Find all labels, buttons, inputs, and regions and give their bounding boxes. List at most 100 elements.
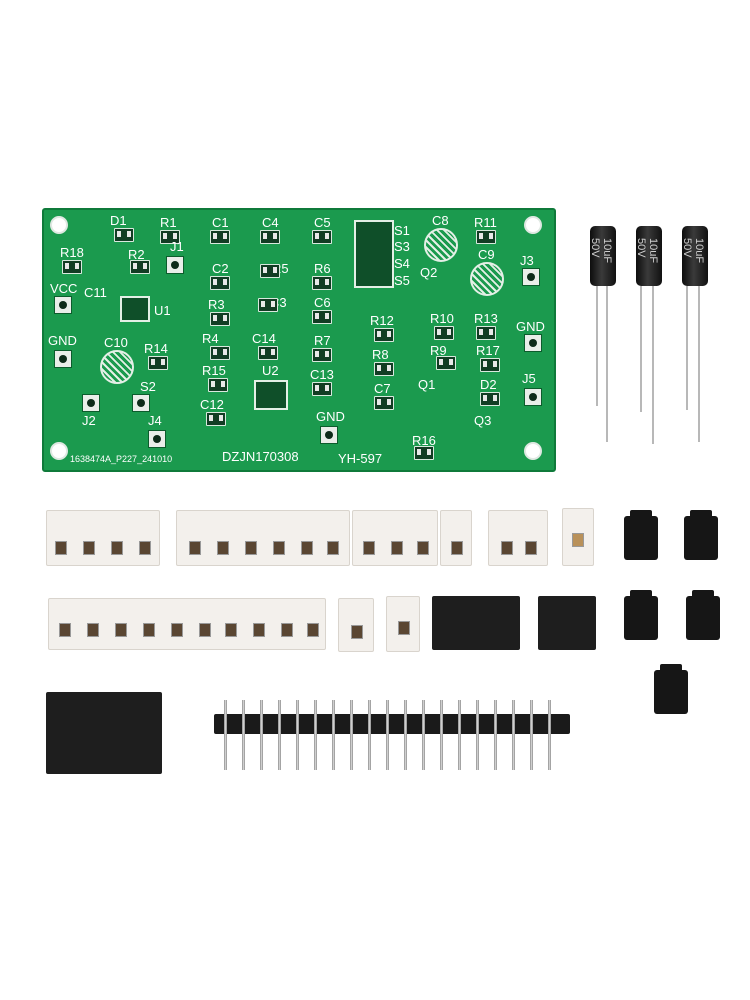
smd-pad <box>436 356 456 370</box>
silk-label: R4 <box>202 331 219 346</box>
smd-tape-strip <box>440 510 472 566</box>
capacitor-lead <box>652 286 654 444</box>
electrolytic-capacitor: 10uF 50V <box>589 226 616 286</box>
silk-label: C7 <box>374 381 391 396</box>
silk-label: S4 <box>394 256 410 271</box>
smd-tape-strip <box>338 598 374 652</box>
jumper-cap <box>624 510 658 560</box>
smd-pad <box>434 326 454 340</box>
capacitor-lead <box>640 286 642 412</box>
smd-pad <box>374 328 394 342</box>
smd-pad <box>130 260 150 274</box>
switch-header <box>354 220 394 288</box>
silk-label: C5 <box>314 215 331 230</box>
capacitor-lead <box>686 286 688 410</box>
smd-pad <box>148 356 168 370</box>
silk-label: R17 <box>476 343 500 358</box>
smd-pad <box>312 310 332 324</box>
capacitor-marking: 10uF 50V <box>635 238 659 264</box>
silk-label: R10 <box>430 311 454 326</box>
smd-pad <box>374 362 394 376</box>
silk-label: U1 <box>154 303 171 318</box>
electrolytic-capacitor: 10uF 50V <box>681 226 708 286</box>
smd-pad <box>114 228 134 242</box>
silk-label: S1 <box>394 223 410 238</box>
pin-pad <box>148 430 166 448</box>
smd-pad <box>312 230 332 244</box>
smd-tape-strip <box>386 596 420 652</box>
silk-label: R13 <box>474 311 498 326</box>
silk-label: C2 <box>212 261 229 276</box>
silk-label: R16 <box>412 433 436 448</box>
silk-label: C13 <box>310 367 334 382</box>
silk-label: J2 <box>82 413 96 428</box>
silk-label: J4 <box>148 413 162 428</box>
silk-label: J5 <box>522 371 536 386</box>
mounting-hole <box>50 442 68 460</box>
smd-tape-strip <box>562 508 594 566</box>
silk-label: D1 <box>110 213 127 228</box>
ic-tape <box>46 692 162 774</box>
jumper-cap <box>684 510 718 560</box>
capacitor-lead <box>606 286 608 442</box>
smd-tape-strip <box>488 510 548 566</box>
capacitor-footprint <box>100 350 134 384</box>
silk-label: S3 <box>394 239 410 254</box>
capacitor-marking: 10uF 50V <box>681 238 705 264</box>
pin-pad <box>320 426 338 444</box>
smd-pad <box>210 312 230 326</box>
capacitor-lead <box>698 286 700 442</box>
smd-tape-strip <box>46 510 160 566</box>
board-kit-name: YH-597 <box>338 451 383 466</box>
silk-label: U2 <box>262 363 279 378</box>
silk-label: R15 <box>202 363 226 378</box>
pcb-board: D1 R1 C1 C4 C5 S1 S3 S4 S5 C8 R11 R18 R2… <box>42 208 556 472</box>
pin-pad <box>522 268 540 286</box>
silk-label: R11 <box>474 215 497 230</box>
silk-label: R18 <box>60 245 84 260</box>
silk-label: J1 <box>170 239 184 254</box>
capacitor-lead <box>596 286 598 406</box>
smd-pad <box>210 346 230 360</box>
mounting-hole <box>50 216 68 234</box>
silk-label: C11 <box>84 285 107 300</box>
silk-label: S2 <box>140 379 156 394</box>
silk-label: R3 <box>208 297 225 312</box>
silk-label: Q1 <box>418 377 436 392</box>
smd-pad <box>374 396 394 410</box>
smd-pad <box>160 230 180 244</box>
smd-pad <box>210 230 230 244</box>
silk-label: VCC <box>50 281 78 296</box>
silk-label: C12 <box>200 397 224 412</box>
silk-label: Q2 <box>420 265 438 280</box>
ic-footprint <box>120 296 150 322</box>
jumper-cap <box>686 590 720 640</box>
smd-pad <box>260 230 280 244</box>
electrolytic-capacitor: 10uF 50V <box>635 226 662 286</box>
pin-pad <box>524 334 542 352</box>
silk-label: C10 <box>104 335 128 350</box>
capacitor-footprint <box>424 228 458 262</box>
pin-pad <box>54 350 72 368</box>
pin-pad <box>82 394 100 412</box>
smd-pad <box>476 230 496 244</box>
board-footer-code: 1638474A_P227_241010 <box>70 454 173 464</box>
smd-tape-strip <box>352 510 438 566</box>
transistor-tape <box>432 596 520 650</box>
smd-pad <box>414 446 434 460</box>
smd-pad <box>312 348 332 362</box>
silk-label: R7 <box>314 333 331 348</box>
smd-pad <box>312 382 332 396</box>
silk-label: R9 <box>430 343 447 358</box>
silk-label: R8 <box>372 347 389 362</box>
jumper-cap <box>654 664 688 714</box>
smd-pad <box>480 392 500 406</box>
capacitor-marking: 10uF 50V <box>589 238 613 264</box>
jumper-cap <box>624 590 658 640</box>
silk-label: C6 <box>314 295 331 310</box>
silk-label: GND <box>48 333 77 348</box>
pin-pad <box>524 388 542 406</box>
silk-label: GND <box>516 319 545 334</box>
ic-footprint <box>254 380 288 410</box>
silk-label: J3 <box>520 253 534 268</box>
